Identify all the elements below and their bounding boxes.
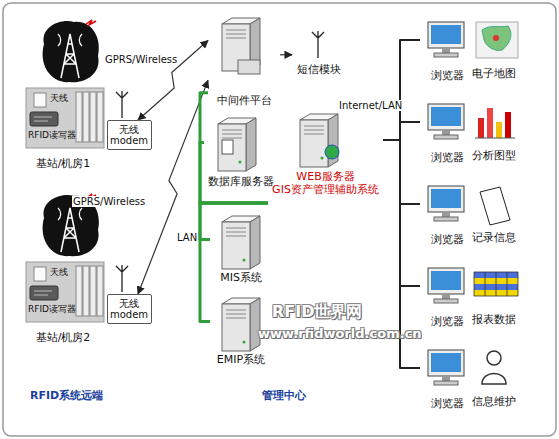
monitor-icon [428, 268, 464, 303]
node-label: 无线 modem [110, 124, 149, 146]
part-label: 电子地图 [472, 66, 516, 81]
node-label: 浏览器 [431, 151, 464, 164]
server-node: WEB服务器GIS资产管理辅助系统 [268, 110, 383, 208]
node-label: WEB服务器 [296, 170, 354, 183]
edge-label: LAN [176, 232, 198, 243]
part-label: RFID读写器 [28, 303, 76, 316]
part-label: 天线 [50, 266, 68, 279]
lan-bus [200, 142, 268, 203]
server-icon [222, 298, 260, 351]
node-label: 基站/机房1 [36, 157, 91, 170]
browser-node: 浏览器 [420, 20, 474, 82]
monitor-icon [428, 104, 464, 139]
node-label: 浏览器 [431, 233, 464, 246]
part-label: 信息维护 [472, 394, 516, 409]
node-label: 浏览器 [431, 69, 464, 82]
modem-box: 无线 modem [107, 294, 152, 324]
server-node: 数据库服务器 [204, 112, 278, 188]
equipment-panel [26, 262, 104, 322]
equipment-panel [26, 88, 104, 148]
browser-node: 浏览器 [420, 348, 474, 410]
browser-node: 浏览器 [420, 184, 474, 246]
monitor-icon [428, 22, 464, 57]
watermark: RFID世界网 [272, 302, 362, 323]
edge-label: GPRS/Wireless [72, 196, 146, 207]
server-icon [218, 118, 256, 171]
map-icon [476, 22, 518, 58]
server-node: 中间件平台 [208, 12, 280, 107]
browser-node: 浏览器 [420, 266, 474, 328]
frame [3, 3, 556, 436]
part-label: 报表数据 [472, 312, 516, 327]
edge-label: Internet/LAN [338, 100, 403, 111]
browser-node: 浏览器 [420, 102, 474, 164]
section-label: RFID系统远端 [30, 388, 103, 403]
connector [280, 54, 292, 55]
watermark: www.rfidworld.com.cn [258, 326, 422, 341]
server-node: 短信模块 [292, 34, 346, 76]
antenna-symbol [116, 91, 128, 118]
node-label: 数据库服务器 [208, 175, 274, 188]
section-label: 管理中心 [262, 388, 306, 403]
node-label: 无线 modem [110, 298, 149, 320]
connector [383, 140, 420, 286]
node-label: GIS资产管理辅助系统 [272, 183, 379, 196]
lan-bus [200, 203, 268, 322]
part-label: RFID读写器 [28, 129, 76, 142]
node-label: 浏览器 [431, 315, 464, 328]
table-icon [474, 272, 518, 296]
node-label: 短信模块 [297, 63, 341, 76]
part-label: 记录信息 [472, 230, 516, 245]
connector [383, 140, 420, 204]
monitor-icon [428, 186, 464, 221]
part-label: 天线 [50, 92, 68, 105]
person-icon [482, 351, 506, 384]
tower-icon [43, 20, 99, 82]
globe-icon [325, 145, 339, 159]
monitor-icon [428, 350, 464, 385]
connector [383, 40, 420, 140]
node-label: 浏览器 [431, 397, 464, 410]
modem-box: 无线 modem [107, 120, 152, 150]
document-icon [222, 140, 233, 154]
antenna-symbol [116, 265, 128, 292]
connector [383, 122, 420, 140]
server-node: MIS系统 [210, 210, 272, 284]
wireless-link [138, 80, 208, 294]
lan-bus [200, 203, 268, 240]
node-label: 基站/机房2 [36, 331, 91, 344]
paper-icon [480, 187, 510, 225]
server-icon [300, 114, 338, 167]
chart-icon [475, 108, 515, 138]
part-label: 分析图型 [472, 148, 516, 163]
antenna-symbol [312, 31, 324, 58]
node-label: 中间件平台 [217, 94, 272, 107]
node-label: MIS系统 [220, 271, 262, 284]
edge-label: GPRS/Wireless [104, 54, 178, 65]
keyboard-icon [238, 60, 260, 74]
node-label: EMIP系统 [217, 353, 265, 366]
server-icon [222, 216, 260, 269]
